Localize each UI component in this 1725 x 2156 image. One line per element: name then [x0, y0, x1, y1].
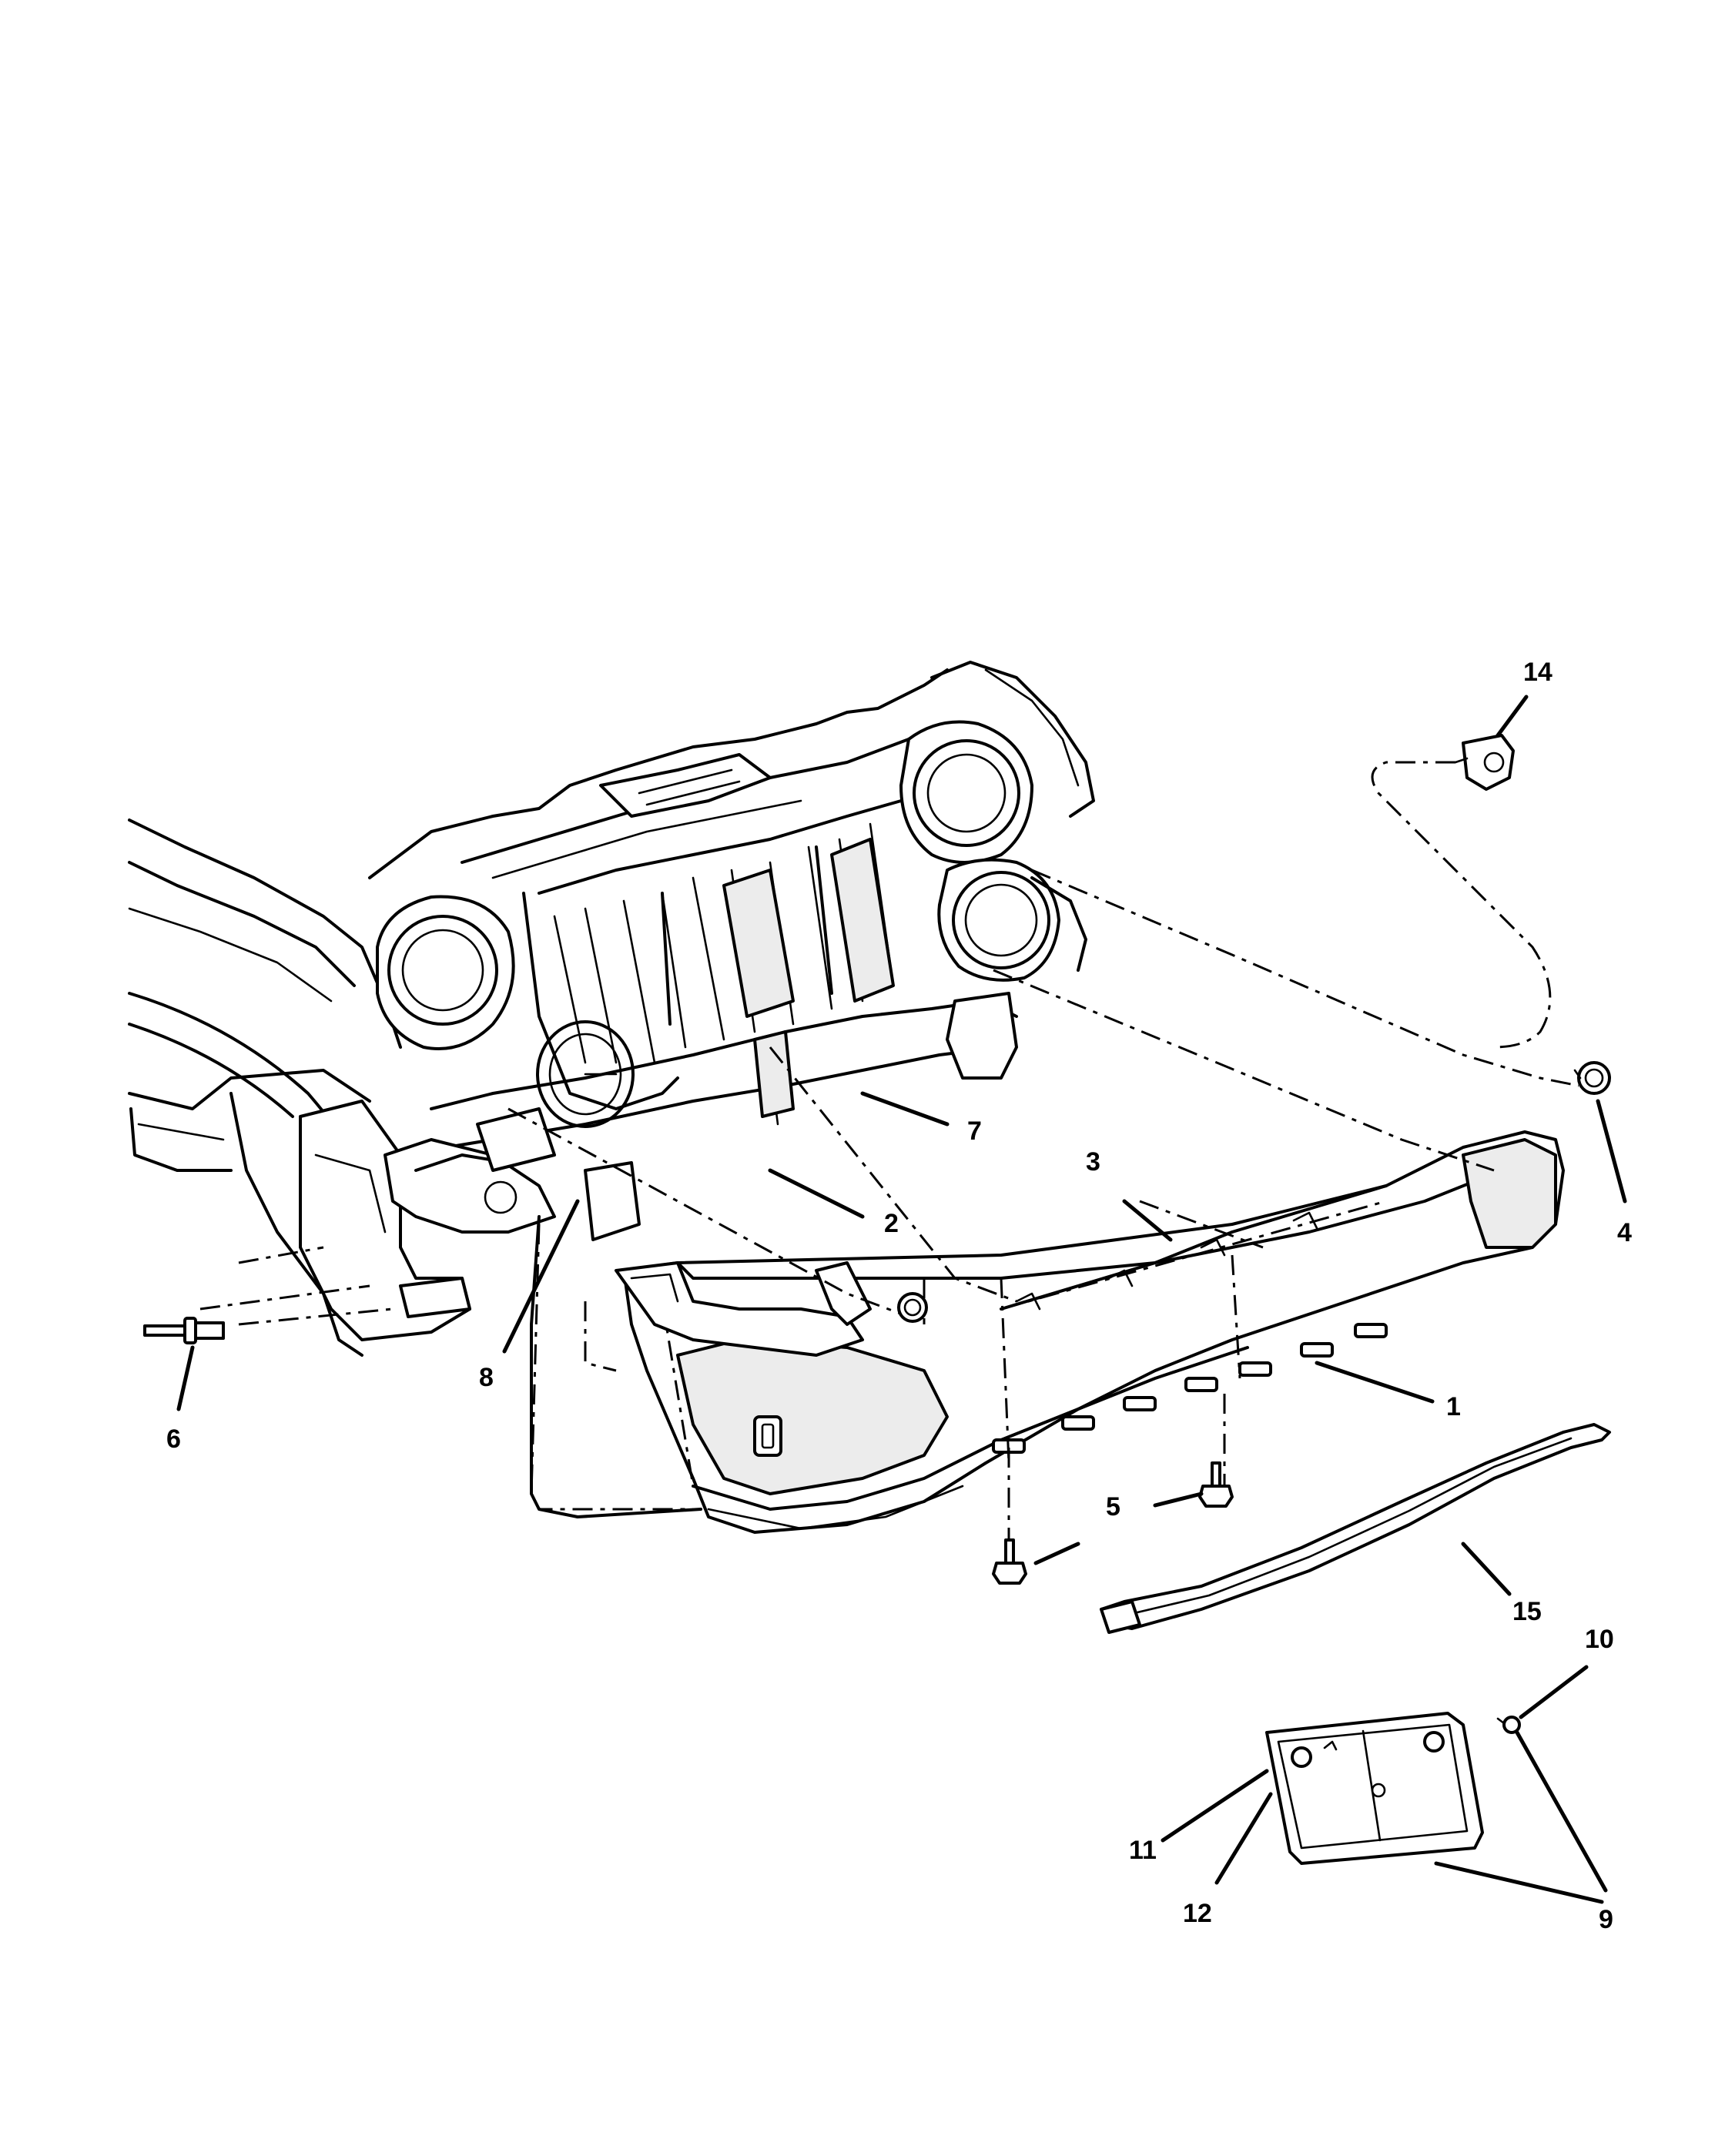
callout-10: 10 [1585, 1625, 1614, 1654]
callout-3: 3 [1086, 1147, 1100, 1177]
callout-5: 5 [1106, 1492, 1120, 1522]
callout-1: 1 [1446, 1392, 1461, 1421]
air-dam [1100, 1423, 1611, 1634]
bumper-bracket [615, 1261, 872, 1357]
callout-11: 11 [1129, 1836, 1157, 1865]
callout-12: 12 [1183, 1899, 1212, 1928]
hex-bolt-upper [1198, 1461, 1234, 1508]
callout-6: 6 [166, 1424, 181, 1454]
bumper-fascia [622, 1130, 1565, 1534]
callout-labels: 1 2 3 4 5 6 7 8 9 10 11 12 14 15 [166, 658, 1632, 1934]
flange-nut [897, 1292, 928, 1323]
callout-4: 4 [1617, 1218, 1632, 1247]
license-plate-screw [1496, 1716, 1521, 1734]
leader-lines [176, 695, 1627, 1904]
callout-15: 15 [1512, 1597, 1542, 1626]
callout-2: 2 [884, 1209, 899, 1238]
callout-14: 14 [1523, 658, 1552, 687]
front-end-structure [128, 661, 1095, 1357]
push-pin-fastener [143, 1317, 225, 1344]
hex-bolt-lower [992, 1538, 1027, 1585]
callout-8: 8 [479, 1363, 494, 1392]
retainer-clip [1454, 734, 1515, 791]
fascia-retainer [1000, 1184, 1388, 1311]
flange-nut-right [1573, 1061, 1611, 1095]
callout-9: 9 [1599, 1905, 1613, 1934]
callout-7: 7 [967, 1116, 982, 1146]
license-plate-bracket [1265, 1712, 1484, 1865]
